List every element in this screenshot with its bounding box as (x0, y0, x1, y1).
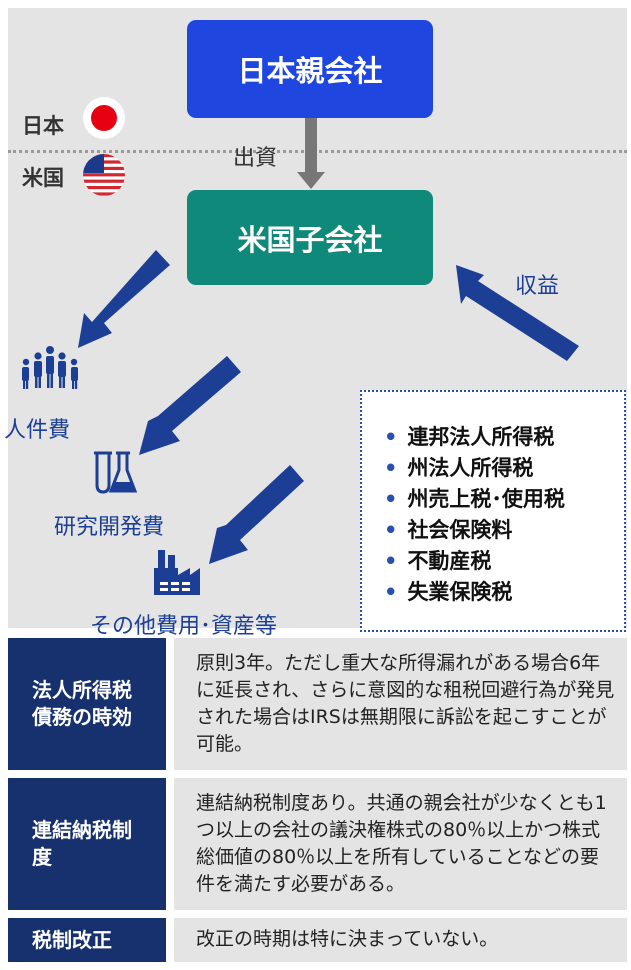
country-japan-label: 日本 (22, 114, 64, 138)
row-header: 法人所得税債務の時効 (8, 638, 166, 770)
table-row: 法人所得税債務の時効 原則3年。ただし重大な所得漏れがある場合6年に延長され、さ… (8, 638, 627, 770)
parent-company-box: 日本親会社 (187, 20, 433, 118)
row-body: 連結納税制度あり。共通の親会社が少なくとも1つ以上の会社の議決権株式の80％以上… (174, 778, 627, 910)
us-flag-icon (83, 154, 125, 196)
cost-personnel-label: 人件費 (4, 418, 71, 443)
investment-label: 出資 (233, 146, 278, 171)
cost-arrow-other (209, 465, 304, 564)
tax-list-box: •連邦法人所得税 •州法人所得税 •州売上税･使用税 •社会保険料 •不動産税 … (360, 390, 626, 632)
revenue-arrow (456, 265, 579, 361)
tax-item: •連邦法人所得税 (384, 425, 555, 449)
country-divider (8, 150, 627, 153)
info-table: 法人所得税債務の時効 原則3年。ただし重大な所得漏れがある場合6年に延長され、さ… (8, 638, 627, 970)
row-body: 改正の時期は特に決まっていない。 (174, 918, 627, 962)
cost-other-label: その他費用･資産等 (90, 614, 278, 639)
row-header: 連結納税制度 (8, 778, 166, 910)
factory-icon (154, 550, 200, 595)
people-icon (22, 346, 78, 389)
tax-item: •社会保険料 (384, 518, 513, 542)
row-body: 原則3年。ただし重大な所得漏れがある場合6年に延長され、さらに意図的な租税回避行… (174, 638, 627, 770)
row-header: 税制改正 (8, 918, 166, 962)
cost-arrow-rnd (139, 356, 241, 455)
lab-flask-icon (94, 451, 138, 494)
japan-flag-icon (83, 97, 125, 139)
table-row: 税制改正 改正の時期は特に決まっていない。 (8, 918, 627, 962)
tax-item: •失業保険税 (384, 580, 513, 604)
tax-item: •州売上税･使用税 (384, 487, 565, 511)
diagram-graphics (22, 97, 579, 595)
subsidiary-box: 米国子会社 (187, 190, 433, 285)
tax-item: •不動産税 (384, 549, 492, 573)
country-us-label: 米国 (22, 166, 64, 190)
investment-arrow (297, 118, 325, 189)
cost-rnd-label: 研究開発費 (54, 515, 165, 540)
revenue-label: 収益 (515, 274, 560, 299)
table-row: 連結納税制度 連結納税制度あり。共通の親会社が少なくとも1つ以上の会社の議決権株… (8, 778, 627, 910)
tax-item: •州法人所得税 (384, 456, 534, 480)
cost-arrow-personnel (78, 250, 170, 348)
